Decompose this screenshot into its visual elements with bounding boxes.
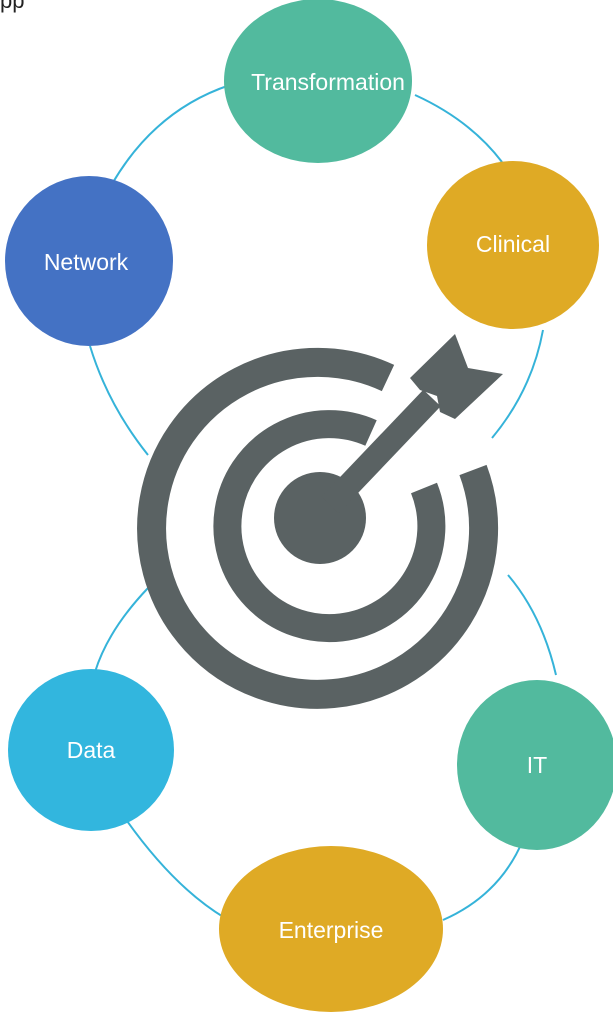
node-clinical-circle	[427, 161, 599, 329]
target-with-arrow-icon	[137, 334, 503, 709]
node-network-circle	[5, 176, 173, 346]
node-network: Network	[5, 176, 173, 346]
node-data-circle	[8, 669, 174, 831]
node-data: Data	[8, 669, 174, 831]
connector-network-target	[89, 345, 149, 456]
node-it-label: IT	[527, 752, 547, 778]
connector-target-it	[507, 574, 557, 676]
node-transformation: Transformation	[224, 0, 412, 163]
header-partial-text: pp	[0, 0, 25, 13]
node-it: IT	[457, 680, 613, 850]
connector-data-enterprise	[117, 807, 226, 919]
connector-transformation-network	[111, 84, 231, 185]
target-outer-ring	[137, 347, 499, 709]
node-clinical-label: Clinical	[476, 231, 550, 257]
target-arrow-shaft	[321, 389, 441, 514]
target-arrow-fletching	[410, 334, 503, 419]
connector-it-enterprise	[442, 839, 524, 921]
node-it-circle	[457, 680, 613, 850]
connector-transformation-clinical	[414, 94, 503, 163]
connector-clinical-target	[491, 329, 544, 439]
upper-connectors	[89, 84, 544, 456]
connector-target-data	[94, 587, 149, 673]
node-network-label: Network	[44, 249, 129, 275]
node-transformation-label: Transformation	[251, 69, 405, 95]
node-data-label: Data	[67, 737, 116, 763]
node-transformation-circle	[224, 0, 412, 163]
node-clinical: Clinical	[427, 161, 599, 329]
node-enterprise-label: Enterprise	[279, 917, 384, 943]
target-middle-ring	[213, 410, 446, 643]
node-enterprise: Enterprise	[219, 846, 443, 1012]
node-enterprise-circle	[219, 846, 443, 1012]
lower-connectors	[94, 574, 557, 921]
